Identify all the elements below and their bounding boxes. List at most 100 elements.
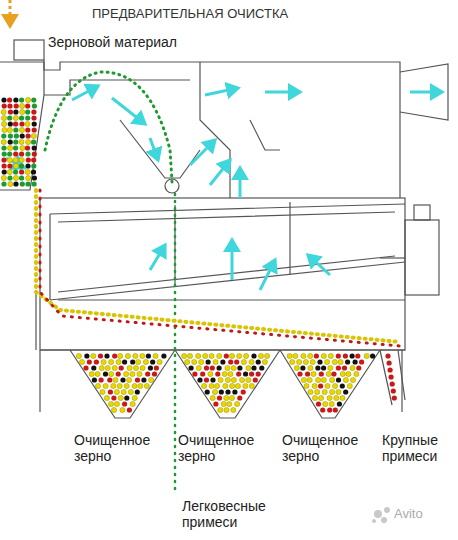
grain-dot: [225, 377, 230, 382]
grain-dot: [107, 377, 112, 382]
grain-dot: [231, 365, 236, 370]
grain-dot: [223, 383, 228, 388]
grain-dot: [31, 163, 36, 168]
grain-dot: [227, 401, 232, 406]
grain-dot: [231, 407, 236, 412]
grain-dot: [205, 389, 210, 394]
grain-dot: [243, 383, 248, 388]
grain-dot: [355, 353, 360, 358]
grain-dot: [316, 377, 321, 382]
grain-dot: [354, 371, 359, 376]
grain-dot: [251, 353, 256, 358]
grain-dot: [196, 353, 201, 358]
grain-dot: [111, 383, 116, 388]
grain-dot: [7, 163, 12, 168]
grain-dot: [7, 175, 12, 180]
grain-dot: [19, 139, 24, 144]
grain-dot: [319, 371, 324, 376]
output-label: Крупные примеси: [382, 432, 454, 464]
grain-dot: [265, 353, 270, 358]
grain-dot: [133, 365, 138, 370]
grain-dot: [161, 353, 166, 358]
grain-dot: [329, 401, 334, 406]
grain-dot: [1, 133, 6, 138]
grain-dot: [108, 401, 113, 406]
grain-dot: [109, 359, 114, 364]
grain-dot: [31, 115, 36, 120]
grain-dot: [206, 359, 211, 364]
grain-dot: [320, 407, 325, 412]
grain-dot: [328, 365, 333, 370]
grain-dot: [199, 359, 204, 364]
grain-dot: [224, 353, 229, 358]
grain-dot: [118, 395, 123, 400]
grain-dot: [187, 353, 192, 358]
grain-dot: [1, 97, 6, 102]
grain-dot: [249, 383, 254, 388]
grain-dot: [89, 371, 94, 376]
grain-dot: [2, 127, 7, 132]
grain-dot: [124, 371, 129, 376]
grain-dot: [2, 121, 7, 126]
grain-dot: [293, 353, 298, 358]
grain-dot: [83, 365, 88, 370]
grain-dot: [237, 395, 242, 400]
grain-dot: [19, 163, 24, 168]
grain-dot: [1, 157, 6, 162]
grain-dot: [224, 407, 229, 412]
grain-dot: [25, 121, 30, 126]
grain-dot: [120, 407, 125, 412]
grain-dot: [7, 169, 12, 174]
grain-dot: [325, 383, 330, 388]
grain-dot: [7, 127, 12, 132]
grain-dot: [253, 377, 258, 382]
grain-dot: [13, 169, 18, 174]
grain-dot: [220, 359, 225, 364]
grain-dot: [153, 353, 158, 358]
grain-dot: [343, 389, 348, 394]
grain-dot: [256, 359, 261, 364]
grain-dot: [101, 359, 106, 364]
grain-dot: [20, 103, 25, 108]
grain-dot: [300, 365, 305, 370]
grain-dot: [19, 157, 24, 162]
grain-dot: [217, 395, 222, 400]
grain-dot: [84, 353, 89, 358]
grain-dot: [116, 359, 121, 364]
grain-dot: [225, 365, 230, 370]
grain-dot: [135, 377, 140, 382]
grain-dot: [143, 359, 148, 364]
output-label: Очищенное зерно: [74, 432, 174, 464]
machine-frame: [0, 0, 448, 418]
grain-dot: [146, 353, 151, 358]
grain-dot: [1, 145, 6, 150]
grain-dot: [392, 395, 397, 400]
grain-dot: [312, 395, 317, 400]
grain-dot: [326, 371, 331, 376]
grain-dot: [385, 353, 390, 358]
grain-dot: [8, 133, 13, 138]
grain-dot: [301, 353, 306, 358]
grain-dot: [350, 377, 355, 382]
grain-dot: [19, 175, 24, 180]
grain-dot: [7, 151, 12, 156]
grain-dot: [331, 371, 336, 376]
grain-dot: [327, 395, 332, 400]
diagram-title: ПРЕДВАРИТЕЛЬНАЯ ОЧИСТКА: [92, 6, 352, 22]
grain-dot: [240, 377, 245, 382]
grain-dot: [314, 353, 319, 358]
grain-dot: [204, 365, 209, 370]
grain-dot: [118, 353, 123, 358]
grain-dots: [1, 97, 397, 412]
grain-dot: [318, 383, 323, 388]
grain-dot: [230, 383, 235, 388]
grain-dot: [13, 163, 18, 168]
grain-dot: [202, 383, 207, 388]
grain-dot: [25, 151, 30, 156]
grain-dot: [336, 353, 341, 358]
grain-dot: [218, 377, 223, 382]
grain-dot: [340, 371, 345, 376]
grain-dot: [7, 103, 12, 108]
output-label: Очищенное зерно: [178, 432, 278, 464]
grain-dot: [79, 359, 84, 364]
